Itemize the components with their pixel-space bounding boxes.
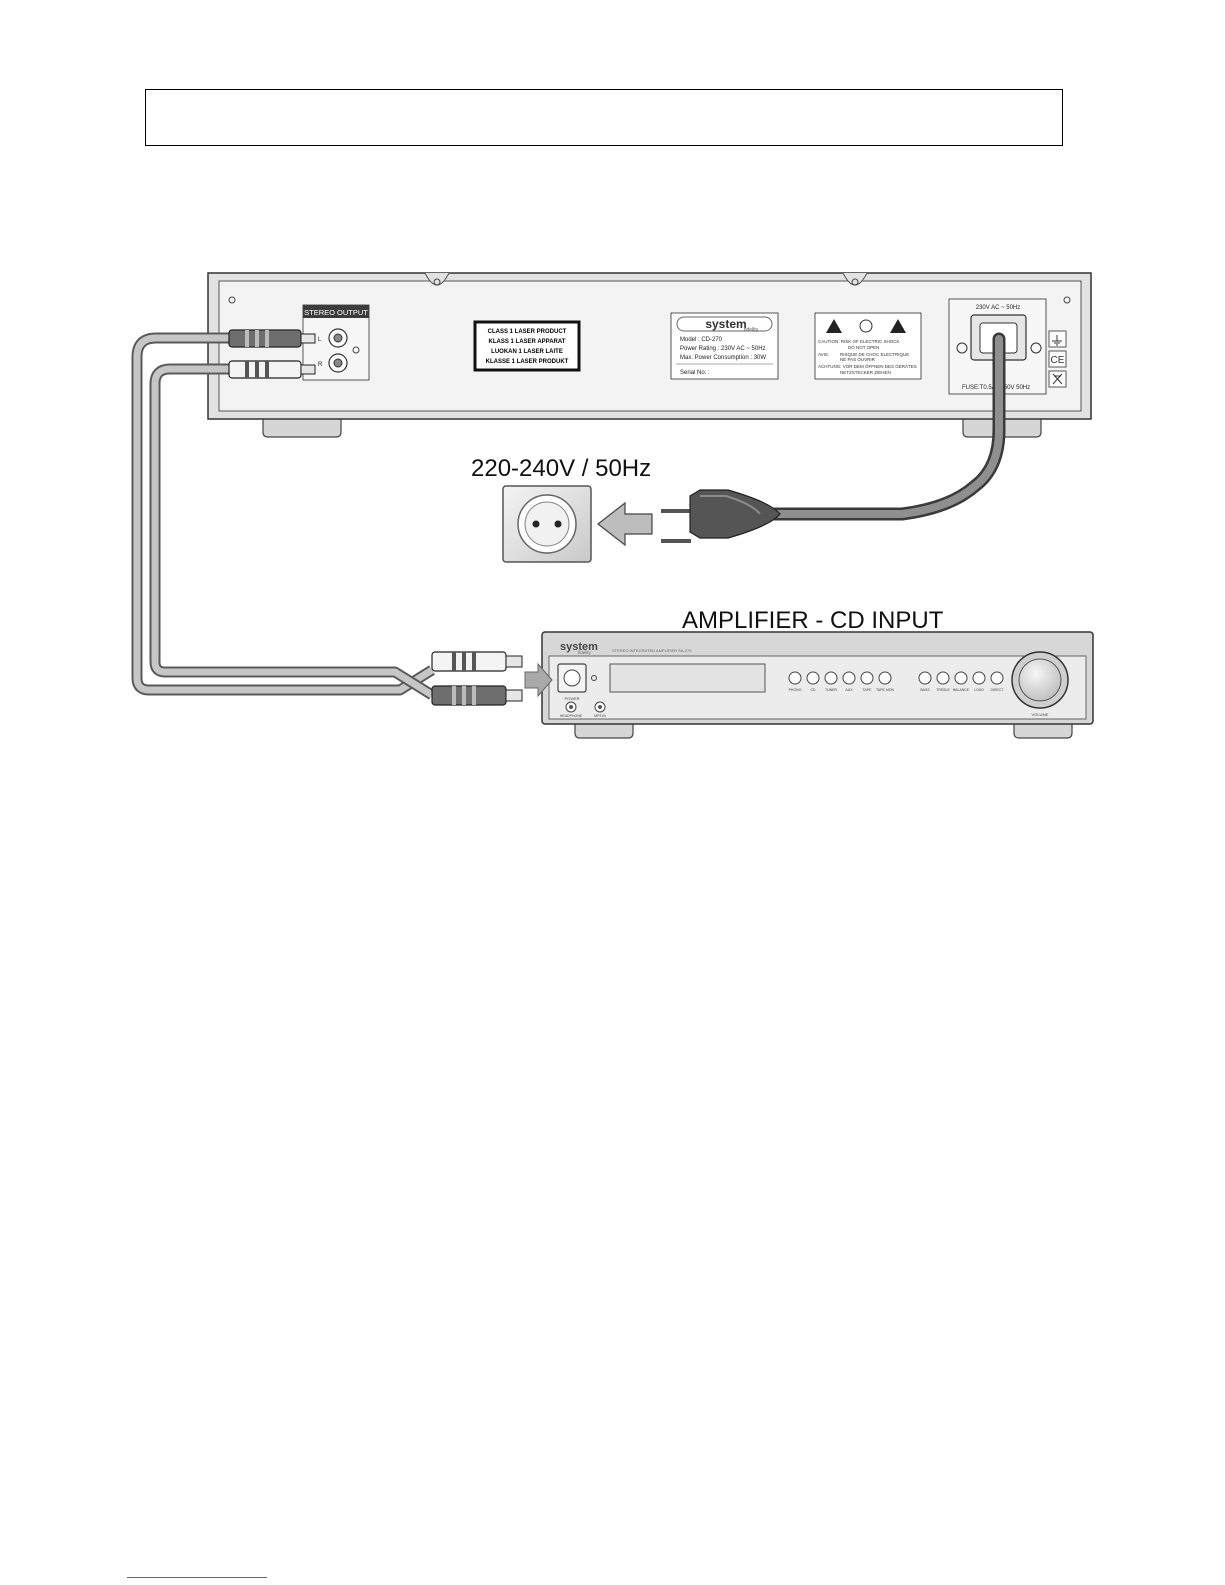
caution-line-7: NETZSTECKER ZIEHEN [840,370,891,375]
header-box [145,89,1063,146]
amplifier-model-line: STEREO INTEGRATED AMPLIFIER SA-270 [612,648,692,653]
rating-plate: system fidelity Model : CD-270 Power Rat… [670,312,779,380]
amp-input-label-2: CD [810,688,816,692]
wall-socket [502,485,592,563]
amplifier-brand-logo: system [560,641,598,653]
rca-plug-left-cd [228,329,316,348]
amp-treble-button[interactable] [936,671,950,685]
mains-plug [661,489,781,543]
cd-foot-left [262,416,342,438]
amp-tone-buttons: BASS TREBLE BALANCE LOUD DIRECT [918,671,1004,692]
mains-voltage-label: 220-240V / 50Hz [471,455,651,482]
rca-plug-white-amp [431,651,523,672]
laser-line-2: KLASS 1 LASER APPARAT [489,339,566,345]
rca-plug-right-cd [228,360,316,379]
amplifier: AMPLIFIER - CD INPUT system fidelity STE… [524,607,1094,739]
rca-plug-dark-amp [431,685,523,706]
amp-input-label-4: AUX [845,688,853,692]
footnote-rule [127,1577,267,1578]
insert-arrow-icon [597,501,653,547]
laser-line-3: LUOKAN 1 LASER LAITE [491,349,563,355]
channel-left-label: L [318,337,322,343]
ce-mark-icon: CE [1051,355,1065,366]
amp-input-label-6: TAPE MON [876,688,894,692]
mains-connection: 220-240V / 50Hz [471,332,1006,563]
laser-line-1: CLASS 1 LASER PRODUCT [488,329,567,335]
amp-display [609,663,766,693]
amp-volume-label: VOLUME [1032,712,1049,717]
rating-brand-sub: fidelity [744,327,759,333]
amplifier-brand-sub: fidelity [578,650,592,655]
amp-mp3-label: MP3 IN [594,714,606,718]
cd-player-rear: STEREO OUTPUT L R CLASS 1 LASER PRODUCT … [207,272,1092,438]
amp-tone-label-1: BASS [920,688,930,692]
rca-cables [131,329,523,706]
stereo-output-label: STEREO OUTPUT [304,308,368,317]
amp-loud-button[interactable] [972,671,986,685]
amp-input-aux-button[interactable] [842,671,856,685]
cd-input-arrow-icon [524,662,553,698]
amp-input-cd-button[interactable] [806,671,820,685]
amplifier-title: AMPLIFIER - CD INPUT [682,607,944,634]
stereo-output-block: STEREO OUTPUT L R [302,304,370,381]
laser-line-4: KLASSE 1 LASER PRODUKT [486,359,569,365]
amp-bass-button[interactable] [918,671,932,685]
amp-headphone-label: HEADPHONE [560,714,583,718]
shock-warning-icon [826,319,842,333]
amp-tone-label-5: DIRECT [990,688,1004,692]
caution-line-2: DO NOT OPEN [848,345,879,350]
amp-input-buttons: PHONO CD TUNER AUX TAPE TAPE MON [788,671,894,692]
ground-icon [1052,335,1062,346]
rating-consumption: Max. Power Consumption : 30W [680,355,766,361]
weee-bin-icon [1052,373,1063,385]
amp-input-tape-button[interactable] [860,671,874,685]
caution-line-3: AVIS: [818,352,829,357]
amp-input-tapemon-button[interactable] [878,671,892,685]
rating-model: Model : CD-270 [680,337,723,343]
amp-input-label-5: TAPE [863,688,873,692]
amp-input-label-3: TUNER [825,688,838,692]
channel-right-label: R [318,362,323,368]
rating-brand-logo: system [705,317,746,331]
amp-tone-label-3: BALANCE [953,688,970,692]
amp-input-phono-button[interactable] [788,671,802,685]
amp-balance-button[interactable] [954,671,968,685]
caution-plate: CAUTION: RISK OF ELECTRIC SHOCK DO NOT O… [814,312,922,380]
power-rating-label: 230V AC ~ 50Hz [976,305,1021,311]
caution-line-4: RISQUE DE CHOC ELECTRIQUE [840,352,909,357]
rating-power: Power Rating : 230V AC ~ 50Hz [680,346,766,352]
caution-line-5: NE PAS OUVRIR [840,357,876,362]
amp-input-label-1: PHONO [789,688,802,692]
exclamation-warning-icon [890,319,906,333]
amp-power-label: POWER [564,696,579,701]
amp-input-tuner-button[interactable] [824,671,838,685]
amp-direct-button[interactable] [990,671,1004,685]
rating-serial: Serial No. : [680,370,710,376]
amp-tone-label-4: LOUD [974,688,984,692]
laser-warning-label: CLASS 1 LASER PRODUCT KLASS 1 LASER APPA… [473,320,581,372]
caution-line-6: ACHTUNG: VOR DEM ÖFFNEN DES GERÄTES [818,363,917,369]
compliance-icons: CE [1048,330,1067,388]
amp-tone-label-2: TREBLE [936,688,950,692]
caution-line-1: CAUTION: RISK OF ELECTRIC SHOCK [818,339,900,344]
